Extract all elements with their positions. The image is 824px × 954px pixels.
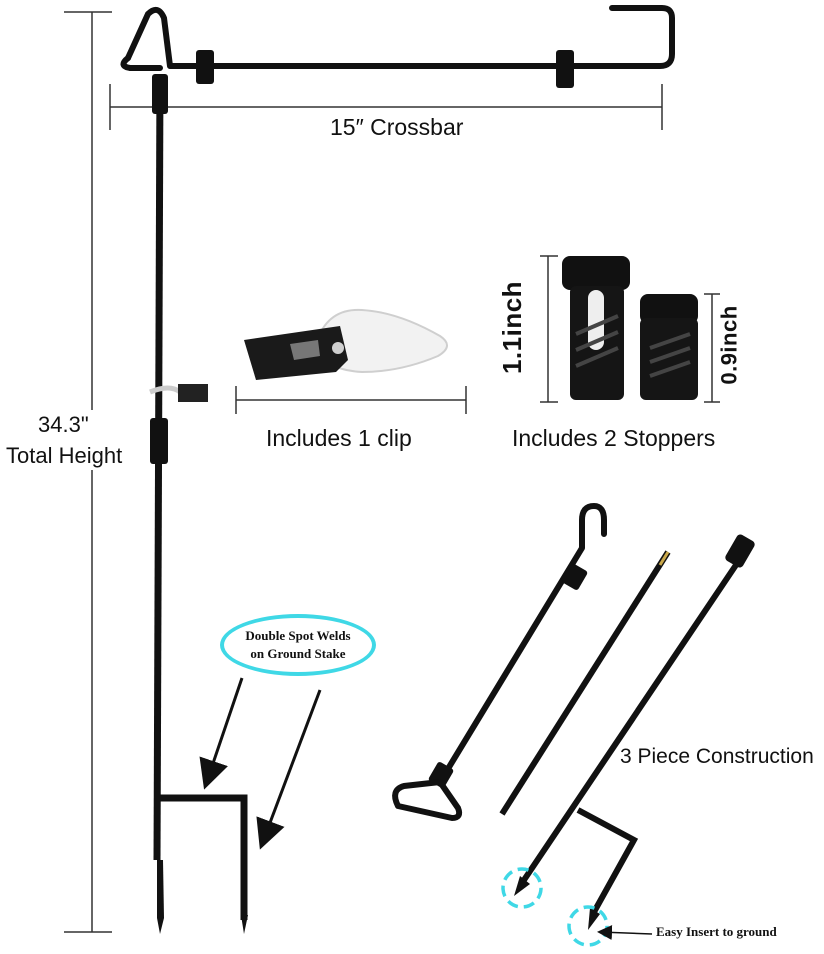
stopper-tall-dimension: 1.1inch bbox=[497, 280, 528, 375]
height-text-label: Total Height bbox=[6, 443, 123, 468]
insert-highlight-top bbox=[501, 867, 543, 909]
pole-coupler-top bbox=[152, 74, 168, 114]
clip-label: Includes 1 clip bbox=[266, 425, 412, 451]
welds-line-1: Double Spot Welds bbox=[245, 628, 351, 643]
clip-dimension-line bbox=[235, 386, 467, 414]
construction-label: 3 Piece Construction bbox=[620, 745, 814, 768]
insert-label: Easy Insert to ground bbox=[656, 924, 777, 939]
clip-closeup bbox=[244, 308, 448, 380]
welds-callout: Double Spot Welds on Ground Stake bbox=[220, 614, 376, 676]
crossbar-stopper-left bbox=[196, 50, 214, 84]
piece-stake-rod bbox=[514, 534, 755, 930]
crossbar-label: 15″ Crossbar bbox=[330, 114, 464, 140]
assembled-flag-stand bbox=[120, 5, 675, 934]
crossbar-dimension-line bbox=[109, 84, 663, 130]
height-value-label: 34.3" bbox=[38, 412, 89, 437]
ground-stake-left bbox=[157, 860, 164, 934]
vertical-pole bbox=[153, 73, 164, 861]
insert-arrow bbox=[597, 924, 653, 940]
pole-coupler-middle bbox=[150, 418, 168, 464]
crossbar bbox=[125, 5, 675, 69]
clip-on-pole bbox=[149, 384, 208, 402]
stoppers-label: Includes 2 Stoppers bbox=[512, 425, 716, 451]
stopper-tall bbox=[562, 256, 630, 400]
weld-arrows bbox=[199, 677, 322, 850]
crossbar-stopper-right bbox=[556, 50, 574, 88]
stopper-short-dimension: 0.9inch bbox=[716, 305, 742, 385]
piece-middle-rod bbox=[499, 550, 671, 816]
piece-hook-rod bbox=[392, 502, 607, 821]
stopper-dimension-lines bbox=[540, 255, 720, 403]
welds-line-2: on Ground Stake bbox=[250, 646, 346, 661]
height-dimension-line bbox=[64, 11, 112, 933]
ground-stake-bar bbox=[160, 794, 248, 920]
insert-highlight-bottom bbox=[567, 905, 609, 947]
stopper-short bbox=[640, 294, 698, 400]
